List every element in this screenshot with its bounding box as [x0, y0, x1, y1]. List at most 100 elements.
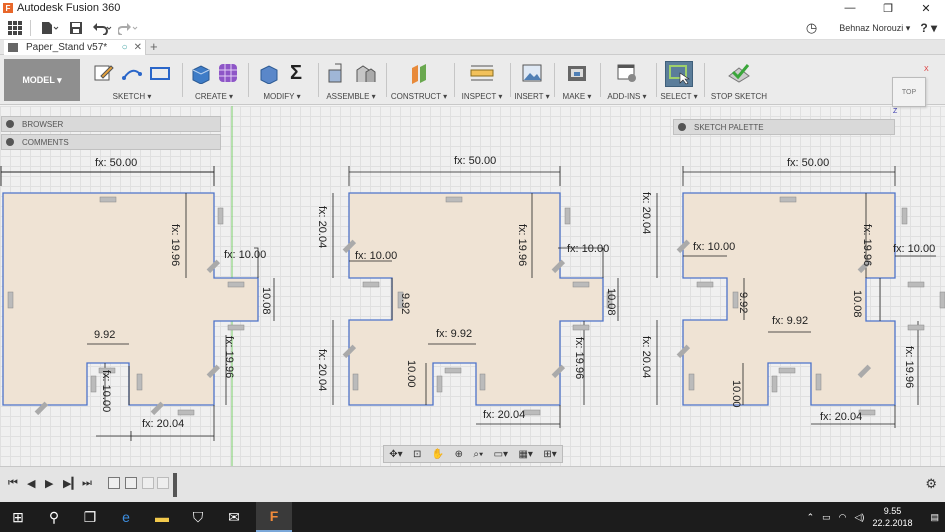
sigma-parameters-icon[interactable]: Σ	[289, 61, 302, 84]
create-menu-label[interactable]: CREATE ▾	[194, 92, 234, 101]
dim-height-1008-s2[interactable]: 10.08	[605, 288, 617, 316]
timeline-feature-suppressed[interactable]	[142, 477, 154, 489]
dim-height-1008-s1[interactable]: 10.08	[260, 287, 272, 315]
create-sketch-icon[interactable]	[92, 61, 116, 85]
store-icon[interactable]: ⛉	[192, 508, 204, 525]
construct-menu-label[interactable]: CONSTRUCT ▾	[390, 92, 448, 101]
assemble-menu-label[interactable]: ASSEMBLE ▾	[326, 92, 376, 101]
dim-width-992-s1[interactable]: 9.92	[94, 329, 115, 341]
dim-height-2004-s3[interactable]: fx: 20.04	[640, 192, 652, 234]
timeline-settings-gear-icon[interactable]: ⚙	[925, 476, 937, 491]
dim-height-10-s1[interactable]: fx: 10.00	[100, 370, 112, 412]
volume-icon[interactable]: ◁)	[854, 511, 865, 522]
stop-sketch-check-icon[interactable]	[727, 61, 751, 85]
file-menu-icon[interactable]	[39, 18, 61, 38]
task-view-icon[interactable]: ❐	[83, 508, 97, 525]
dim-width-50-s2[interactable]: fx: 50.00	[454, 155, 496, 167]
sketch-profile-3[interactable]	[682, 192, 896, 406]
construct-group[interactable]: CONSTRUCT ▾	[388, 59, 450, 103]
scripts-addins-icon[interactable]	[615, 61, 639, 85]
dim-width-10-s1[interactable]: fx: 10.00	[224, 249, 266, 261]
timeline-marker[interactable]	[173, 473, 177, 497]
timeline-start-icon[interactable]: ⏮	[8, 477, 18, 489]
timeline-feature-suppressed[interactable]	[157, 477, 169, 489]
dim-height-1996-s3[interactable]: fx: 19.96	[861, 224, 873, 266]
insert-image-icon[interactable]	[520, 61, 544, 85]
dim-width-50-s1[interactable]: fx: 50.00	[95, 157, 137, 169]
user-account-menu[interactable]: Behnaz Norouzi ▾	[839, 22, 911, 33]
edge-browser-icon[interactable]: e	[122, 509, 130, 525]
press-pull-icon[interactable]	[256, 61, 280, 85]
document-tab[interactable]: Paper_Stand v57* ○ ✕	[4, 40, 146, 55]
dim-width-10-s2-left[interactable]: fx: 10.00	[355, 250, 397, 262]
dim-height-2004b-s3[interactable]: fx: 20.04	[640, 336, 652, 378]
dim-height-2004-s2[interactable]: fx: 20.04	[316, 206, 328, 248]
dim-width-2004-s2[interactable]: fx: 20.04	[483, 409, 525, 421]
new-component-icon[interactable]	[325, 61, 349, 85]
form-grid-icon[interactable]	[216, 61, 240, 85]
line-tool-icon[interactable]	[120, 61, 144, 85]
assemble-group[interactable]: ASSEMBLE ▾	[320, 59, 382, 103]
select-menu-label[interactable]: SELECT ▾	[660, 92, 698, 101]
dim-height-1996-s1[interactable]: fx: 19.96	[169, 224, 181, 266]
workspace-switcher[interactable]: MODEL ▾	[4, 59, 80, 101]
look-at-icon[interactable]: ⊡	[412, 448, 422, 460]
offset-plane-icon[interactable]	[407, 61, 431, 85]
dim-width-2004-s1[interactable]: fx: 20.04	[142, 418, 184, 430]
close-tab-icon[interactable]: ✕	[133, 42, 142, 53]
joint-icon[interactable]	[353, 61, 377, 85]
dim-height-1996b-s2[interactable]: fx: 19.96	[573, 337, 585, 379]
save-icon[interactable]	[65, 18, 87, 38]
dim-width-10-s2-right[interactable]: fx: 10.00	[567, 243, 609, 255]
dim-width-10-s3-left[interactable]: fx: 10.00	[693, 241, 735, 253]
restore-button[interactable]: ❐	[883, 2, 893, 15]
insert-menu-label[interactable]: INSERT ▾	[514, 92, 550, 101]
measure-icon[interactable]	[470, 61, 494, 85]
zoom-icon[interactable]: ⌕▾	[473, 448, 484, 460]
addins-group[interactable]: ADD-INS ▾	[602, 59, 652, 103]
timeline-back-icon[interactable]: ◀	[27, 478, 36, 490]
dim-height-1996b-s1[interactable]: fx: 19.96	[223, 336, 235, 378]
modify-menu-label[interactable]: MODIFY ▾	[263, 92, 301, 101]
timeline-feature-sketch-active[interactable]	[125, 477, 137, 489]
design-canvas[interactable]: fx: 50.00 fx: 19.96 fx: 10.00 10.08 9.92…	[0, 106, 945, 466]
modify-group[interactable]: Σ MODIFY ▾	[250, 59, 314, 103]
zoom-window-icon[interactable]: ⊕	[454, 448, 463, 460]
minimize-button[interactable]: —	[844, 2, 856, 14]
dim-height-992-s3[interactable]: 9.92	[737, 292, 749, 313]
fusion-360-taskbar-icon[interactable]: F	[256, 502, 292, 532]
select-arrow-icon[interactable]	[665, 61, 693, 87]
dim-width-992-s3[interactable]: fx: 9.92	[772, 315, 808, 327]
orbit-icon[interactable]: ✥▾	[389, 448, 403, 460]
network-icon[interactable]: ▭	[822, 511, 831, 522]
undo-icon[interactable]	[91, 18, 113, 38]
wifi-icon[interactable]: ◠	[838, 511, 847, 522]
notifications-icon[interactable]: ▤	[930, 511, 939, 522]
dim-height-1996b-s3[interactable]: fx: 19.96	[903, 346, 915, 388]
timeline-end-icon[interactable]: ⏭	[82, 477, 92, 489]
display-settings-icon[interactable]: ▭▾	[493, 448, 509, 460]
viewcube[interactable]: TOP	[892, 77, 926, 107]
browser-expand-icon[interactable]	[6, 120, 14, 128]
sketch-menu-label[interactable]: SKETCH ▾	[112, 92, 152, 101]
dim-height-1008-s3[interactable]: 10.08	[851, 290, 863, 318]
dim-height-10-s3[interactable]: 10.00	[730, 380, 742, 408]
dim-width-2004-s3[interactable]: fx: 20.04	[820, 411, 862, 423]
dim-height-10-s2[interactable]: 10.00	[405, 360, 417, 388]
data-panel-grid-icon[interactable]	[4, 18, 26, 38]
select-group[interactable]: SELECT ▾	[658, 59, 700, 103]
inspect-group[interactable]: INSPECT ▾	[456, 59, 508, 103]
help-menu[interactable]: ? ▾	[920, 21, 937, 35]
timeline-feature-sketch[interactable]	[108, 477, 120, 489]
dim-width-10-s3-right[interactable]: fx: 10.00	[893, 243, 935, 255]
inspect-menu-label[interactable]: INSPECT ▾	[461, 92, 503, 101]
browser-panel[interactable]: BROWSER	[1, 116, 221, 132]
search-icon[interactable]: ⚲	[48, 508, 60, 525]
job-status-clock-icon[interactable]: ◷	[805, 20, 818, 35]
create-group[interactable]: CREATE ▾	[184, 59, 244, 103]
make-menu-label[interactable]: MAKE ▾	[562, 92, 592, 101]
dim-width-50-s3[interactable]: fx: 50.00	[787, 157, 829, 169]
sketch-palette-expand-icon[interactable]	[678, 123, 686, 131]
new-tab-button[interactable]: +	[150, 39, 158, 54]
sketch-group[interactable]: SKETCH ▾	[86, 59, 178, 103]
